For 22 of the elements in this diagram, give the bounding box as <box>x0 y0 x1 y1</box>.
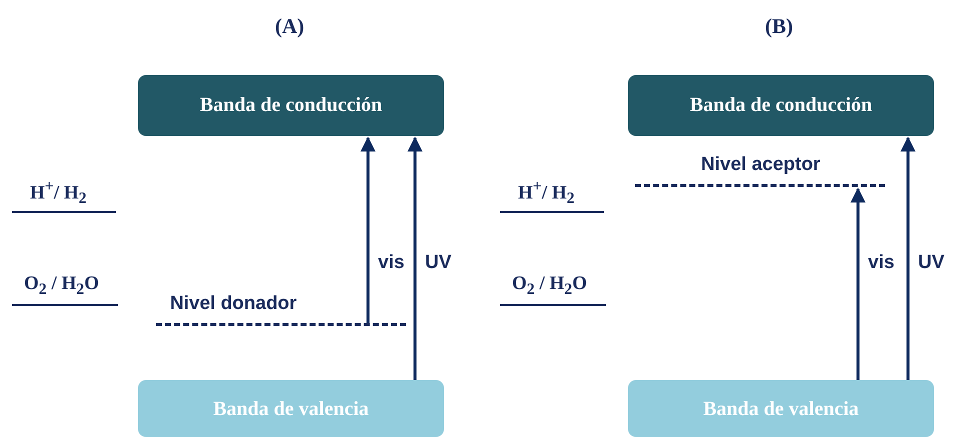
valence-band-box <box>138 380 444 437</box>
conduction-band-box <box>138 75 444 136</box>
band-label: Banda de valencia <box>703 398 859 421</box>
band-label: Banda de valencia <box>213 398 369 421</box>
level-label: H$^{+}$/ H$_{2}$ <box>30 178 87 208</box>
arrow <box>360 136 376 326</box>
arrow <box>408 136 422 380</box>
arrow <box>900 136 916 380</box>
level-label: H$^{+}$/ H$_{2}$ <box>518 178 575 208</box>
energy-level <box>156 293 406 326</box>
level-label: O$_{2}$ / H$_{2}$O <box>24 273 99 299</box>
conduction-band-box <box>628 75 934 136</box>
arrow <box>850 188 866 380</box>
level-label: Nivel aceptor <box>701 154 820 176</box>
band-label: Banda de conducción <box>200 94 382 117</box>
level-label: Nivel donador <box>170 293 297 315</box>
level-label: O$_{2}$ / H$_{2}$O <box>512 273 587 299</box>
panel-label: (B) <box>765 14 793 39</box>
band-label: Banda de conducción <box>690 94 872 117</box>
panel-label: (A) <box>275 14 304 39</box>
energy-level <box>635 154 885 187</box>
valence-band-box <box>628 380 934 437</box>
